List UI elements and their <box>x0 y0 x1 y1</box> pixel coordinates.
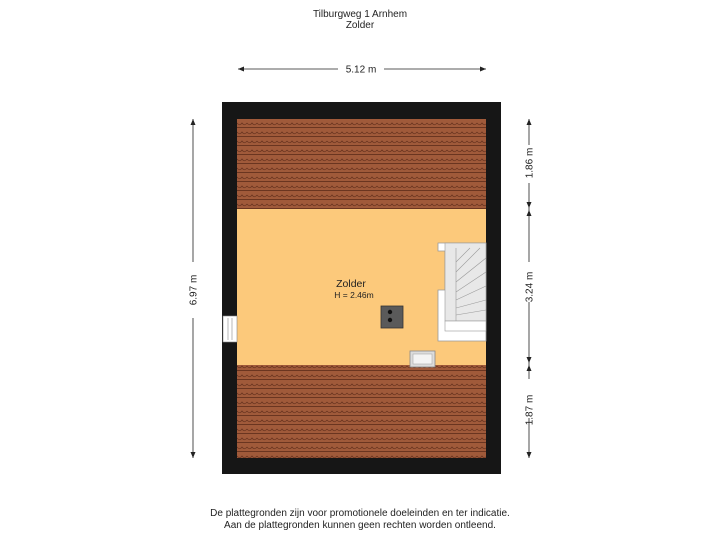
roof-slope-top <box>237 119 486 209</box>
dimension-height: 6.97 m <box>189 119 200 458</box>
dimension-width: 5.12 m <box>238 65 486 76</box>
disclaimer-line-1: De plattegronden zijn voor promotionele … <box>210 508 510 519</box>
staircase-icon <box>437 242 487 342</box>
dimension-right-segments: 1.86 m 3.24 m 1.87 m <box>525 119 536 458</box>
floor-name: Zolder <box>345 20 375 31</box>
roof-hatch-icon <box>409 350 436 368</box>
dimension-right-label-2: 3.24 m <box>525 272 536 303</box>
dimension-width-label: 5.12 m <box>346 65 377 76</box>
dimension-right-label-3: 1.87 m <box>525 395 536 426</box>
chimney-icon <box>380 305 404 329</box>
window-icon <box>222 315 238 343</box>
dimension-height-label: 6.97 m <box>189 275 200 306</box>
dimension-right-label-1: 1.86 m <box>525 148 536 179</box>
room-name: Zolder <box>336 278 366 290</box>
disclaimer-line-2: Aan de plattegronden kunnen geen rechten… <box>224 520 496 531</box>
roof-slope-bottom <box>237 365 486 458</box>
property-address: Tilburgweg 1 Arnhem <box>312 9 408 20</box>
room-height: H = 2.46m <box>334 290 373 300</box>
